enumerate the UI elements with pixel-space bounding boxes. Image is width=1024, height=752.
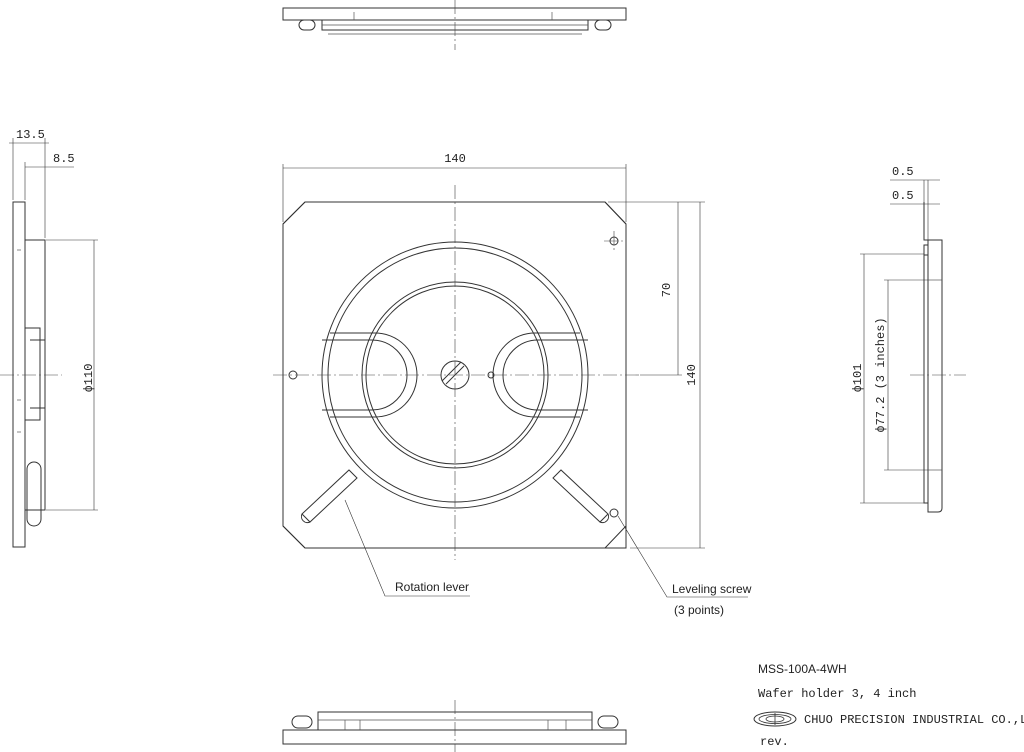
description: Wafer holder 3, 4 inch [758,687,916,701]
bottom-edge-view [282,700,627,752]
company-name: CHUO PRECISION INDUSTRIAL CO.,LTD. [804,713,1024,727]
label-leveling-screw-note: (3 points) [674,603,724,617]
left-side-view [0,138,98,548]
label-rotation-lever: Rotation lever [395,580,469,594]
dim-dia-110: ϕ110 [82,364,96,393]
company-logo [753,711,797,727]
dim-dia-77-2: ϕ77.2 (3 inches) [874,317,888,432]
callout-leaders [344,499,748,598]
dim-0-5-a: 0.5 [892,165,914,179]
right-side-view [860,179,966,513]
dim-13-5: 13.5 [16,128,45,142]
front-view [273,164,705,560]
dim-8-5: 8.5 [53,152,75,166]
dim-dia-101: ϕ101 [851,364,865,393]
label-leveling-screw: Leveling screw [672,582,752,596]
revision-label: rev. [760,735,789,749]
dim-70: 70 [660,283,674,297]
dim-width-140: 140 [444,152,466,166]
dim-0-5-b: 0.5 [892,189,914,203]
model-number: MSS-100A-4WH [758,662,847,676]
dim-height-140: 140 [685,364,699,386]
top-edge-view [282,0,627,50]
